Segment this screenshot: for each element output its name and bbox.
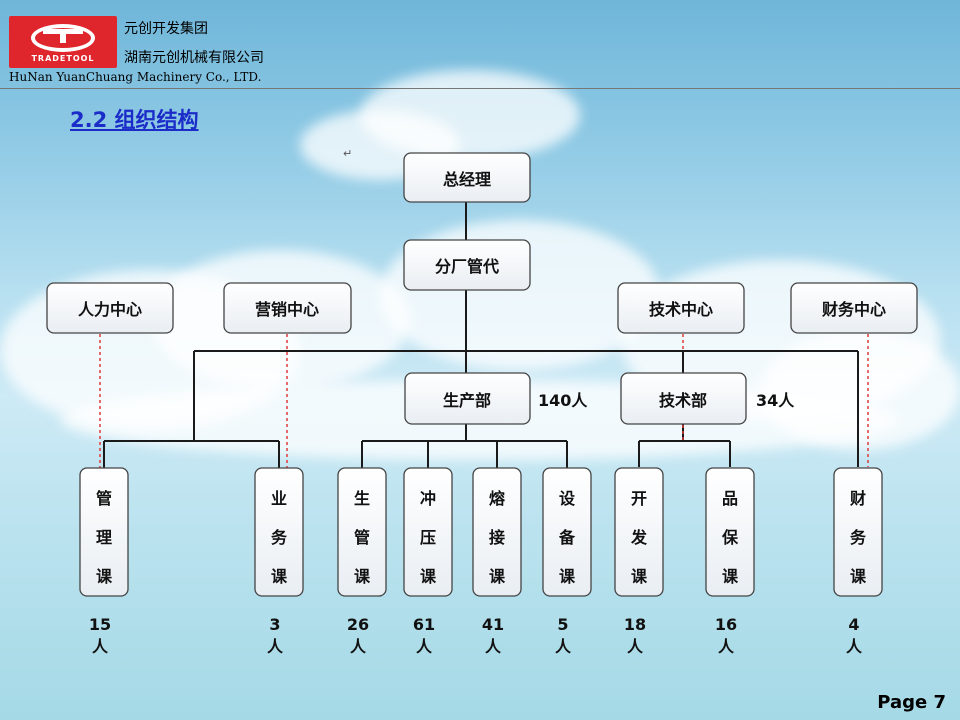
section-headcount: 5 xyxy=(557,615,568,634)
section-node-char: 管 xyxy=(354,528,370,547)
section-headcount-unit: 人 xyxy=(718,637,735,656)
section-node-char: 理 xyxy=(96,528,112,547)
node-center-finance: 财务中心 xyxy=(790,282,918,334)
group-name: 元创开发集团 xyxy=(124,21,208,37)
section-node: 管理课 xyxy=(79,467,129,597)
node-dept-production: 生产部 xyxy=(404,372,531,425)
section-node-char: 课 xyxy=(271,567,288,586)
node-center-label: 营销中心 xyxy=(255,300,319,319)
section-headcount-unit: 人 xyxy=(92,637,109,656)
node-branch: 分厂管代 xyxy=(403,239,531,291)
company-name-cn: 湖南元创机械有限公司 xyxy=(124,50,264,66)
section-node-char: 保 xyxy=(721,528,739,547)
section-headcount: 4 xyxy=(848,615,859,634)
node-dept-tech: 技术部 xyxy=(620,372,747,425)
section-node-char: 课 xyxy=(420,567,437,586)
page-number: Page 7 xyxy=(877,692,946,713)
section-headcount: 61 xyxy=(413,615,435,634)
company-logo: TRADETOOL xyxy=(9,16,117,68)
section-node-char: 压 xyxy=(420,528,436,547)
section-headcount: 41 xyxy=(482,615,504,634)
section-headcount: 18 xyxy=(624,615,646,634)
dotted-lines xyxy=(99,334,869,468)
section-headcount-unit: 人 xyxy=(846,637,863,656)
section-headcount-unit: 人 xyxy=(485,637,502,656)
section-headcount: 26 xyxy=(347,615,369,634)
section-node: 品保课 xyxy=(705,467,755,597)
node-ceo-label: 总经理 xyxy=(443,170,491,189)
section-node-char: 课 xyxy=(559,567,576,586)
node-center-marketing: 营销中心 xyxy=(223,282,352,334)
section-node-char: 课 xyxy=(722,567,739,586)
header-divider xyxy=(0,88,960,89)
section-headcount-unit: 人 xyxy=(267,637,284,656)
section-headcount: 16 xyxy=(715,615,737,634)
section-node: 财务课 xyxy=(833,467,883,597)
section-node: 设备课 xyxy=(542,467,592,597)
section-headcount-unit: 人 xyxy=(416,637,433,656)
section-node-char: 备 xyxy=(558,528,576,547)
section-headcount: 3 xyxy=(269,615,280,634)
logo-text: TRADETOOL xyxy=(31,54,95,63)
section-node-char: 业 xyxy=(271,489,287,508)
node-ceo: 总经理 xyxy=(403,152,531,203)
node-center-tech: 技术中心 xyxy=(617,282,745,334)
dept-headcount: 34人 xyxy=(756,391,795,410)
section-node: 熔接课 xyxy=(472,467,522,597)
section-node: 开发课 xyxy=(614,467,664,597)
section-node-char: 熔 xyxy=(489,489,506,508)
section-node-char: 接 xyxy=(489,528,505,547)
section-headcount: 15 xyxy=(89,615,111,634)
node-branch-label: 分厂管代 xyxy=(435,257,499,276)
node-center-label: 技术中心 xyxy=(649,300,713,319)
section-node-char: 冲 xyxy=(420,489,436,508)
section-node-char: 开 xyxy=(631,489,647,508)
section-node-char: 财 xyxy=(849,489,866,508)
node-dept-label: 技术部 xyxy=(659,391,707,410)
header: TRADETOOL 元创开发集团 湖南元创机械有限公司 HuNan YuanCh… xyxy=(0,0,960,92)
section-node-char: 务 xyxy=(850,528,867,547)
node-center-label: 财务中心 xyxy=(821,300,886,319)
section-node-char: 务 xyxy=(271,528,288,547)
connector-lines xyxy=(103,202,859,468)
section-node-char: 课 xyxy=(631,567,648,586)
section-node: 冲压课 xyxy=(403,467,453,597)
section-node-char: 课 xyxy=(354,567,371,586)
section-node-char: 管 xyxy=(96,489,112,508)
section-node-char: 发 xyxy=(630,528,648,547)
section-node: 生管课 xyxy=(337,467,387,597)
section-node-char: 生 xyxy=(354,489,370,508)
section-node: 业务课 xyxy=(254,467,304,597)
dept-headcount: 140人 xyxy=(538,391,588,410)
section-node-char: 课 xyxy=(489,567,506,586)
section-node-char: 课 xyxy=(96,567,113,586)
company-name-en: HuNan YuanChuang Machinery Co., LTD. xyxy=(9,70,262,84)
node-dept-label: 生产部 xyxy=(443,391,491,410)
section-headcount-unit: 人 xyxy=(555,637,572,656)
paragraph-mark-icon: ↵ xyxy=(343,147,353,160)
section-node-char: 品 xyxy=(722,489,738,508)
section-node-char: 课 xyxy=(850,567,867,586)
section-headcount-unit: 人 xyxy=(627,637,644,656)
section-node-char: 设 xyxy=(559,489,576,508)
section-nodes: 管理课15人业务课3人生管课26人冲压课61人熔接课41人设备课5人开发课18人… xyxy=(79,467,883,656)
section-title: 2.2 组织结构 xyxy=(70,108,199,132)
section-headcount-unit: 人 xyxy=(350,637,367,656)
node-center-label: 人力中心 xyxy=(78,300,142,319)
node-center-hr: 人力中心 xyxy=(46,282,174,334)
